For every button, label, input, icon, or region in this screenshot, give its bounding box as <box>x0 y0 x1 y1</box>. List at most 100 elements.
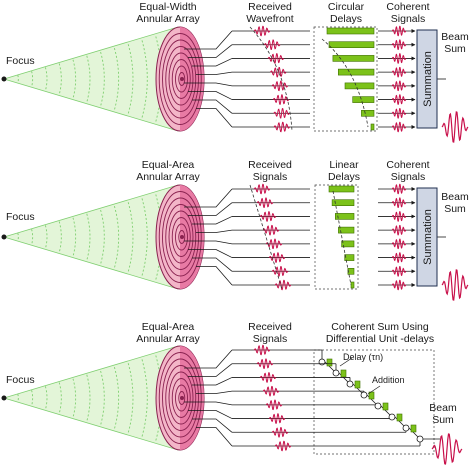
element-wire <box>192 377 233 386</box>
array-label-line2: Annular Array <box>136 333 200 345</box>
delay-block <box>370 123 375 131</box>
wavefront-arc <box>72 59 77 99</box>
array-label-line1: Equal-Area <box>142 321 195 333</box>
wavefront-arc <box>31 71 34 87</box>
element-wire <box>192 99 233 114</box>
element-wires <box>184 29 416 129</box>
coherent-wave <box>391 211 407 222</box>
element-wire <box>188 44 233 58</box>
array-ring <box>175 223 188 251</box>
element-wire <box>196 229 233 233</box>
delay-trend <box>332 190 352 286</box>
received-wave <box>267 53 285 64</box>
adder-node <box>374 402 382 410</box>
delay-block <box>341 240 355 248</box>
received-wave <box>259 211 277 222</box>
array-ring <box>178 391 186 405</box>
received-wave <box>271 266 289 277</box>
wavefront-arc <box>155 36 163 122</box>
wavefront-arc <box>58 221 62 253</box>
array-ring <box>175 65 188 93</box>
wavefront-arc <box>155 194 163 280</box>
element-wire <box>184 240 233 245</box>
received-wave <box>259 372 277 383</box>
delay-trend <box>321 38 369 128</box>
signals-label-line2: Signals <box>253 171 287 183</box>
coherent-signals <box>391 183 407 291</box>
array-label-line2: Annular Array <box>136 13 200 25</box>
array-ring <box>178 72 186 86</box>
addition-note: Addition <box>372 375 405 385</box>
coherent-wave <box>391 224 407 236</box>
delays-label-line2: Delays <box>328 171 360 183</box>
wavefront-arc <box>44 67 48 91</box>
received-wave <box>274 440 292 452</box>
annular-array <box>155 184 205 290</box>
wavefront-arc <box>72 217 77 257</box>
received-signals <box>249 183 292 291</box>
wavefront-arc <box>17 393 19 403</box>
element-wire <box>196 427 233 447</box>
received-wave <box>263 39 281 50</box>
delays-box <box>314 184 359 290</box>
array-label-line1: Equal-Area <box>142 159 195 171</box>
adder-node <box>388 413 396 421</box>
received-wave <box>274 279 292 291</box>
annular-array <box>155 345 205 451</box>
received-signals <box>249 25 293 133</box>
array-ring <box>162 39 199 119</box>
delay-block <box>361 110 375 117</box>
coherent-wave <box>391 53 407 64</box>
array-ring <box>168 371 194 425</box>
delays-label-line1: Linear <box>329 159 359 171</box>
received-signals <box>253 344 292 452</box>
element-wire <box>196 266 233 286</box>
received-wave <box>269 66 287 78</box>
adder-node <box>346 380 354 388</box>
array-ring <box>168 52 194 106</box>
array-ring <box>168 210 194 264</box>
wavefront-arc <box>58 63 62 95</box>
element-wire <box>196 390 233 394</box>
coherent-sum-label-line1: Coherent Sum Using <box>331 321 429 333</box>
received-wave <box>271 427 289 438</box>
acoustic-cone <box>1 26 179 132</box>
panel-equal-area-linear: Focus Equal-Area Annular Array Received … <box>1 159 469 301</box>
array-label-line1: Equal-Width <box>139 1 196 13</box>
received-wave <box>262 385 280 397</box>
received-wave <box>272 94 290 105</box>
element-wire <box>184 188 233 208</box>
received-wave <box>253 25 271 37</box>
delay-block <box>344 254 355 261</box>
array-center <box>180 396 184 400</box>
element-wire <box>188 249 233 258</box>
array-label-line2: Annular Array <box>136 171 200 183</box>
element-wire <box>184 349 233 369</box>
summation-label: Summation <box>422 51 434 107</box>
focus-point <box>1 395 7 401</box>
coherent-wave <box>391 121 407 133</box>
coherent-wave <box>391 197 407 208</box>
wavefront-arc <box>113 205 120 269</box>
focus-point <box>1 76 7 82</box>
element-wire <box>196 108 233 128</box>
wavefront-arc <box>31 390 34 406</box>
received-wave <box>262 224 280 236</box>
delay-block <box>352 96 375 103</box>
adder-node <box>360 391 368 399</box>
array-shade <box>180 346 204 450</box>
panel-equal-width-circular: Focus Equal-Width Annular Array Received… <box>1 1 469 143</box>
received-wave <box>271 80 289 92</box>
wavefront-arc <box>127 363 134 433</box>
received-wave <box>273 108 290 119</box>
received-wave <box>256 358 274 369</box>
addition-pointer <box>367 385 381 395</box>
array-center <box>180 235 184 239</box>
delay-blocks <box>314 184 359 290</box>
received-wave <box>265 399 283 411</box>
signals-label-line2: Wavefront <box>246 13 294 25</box>
chain-box <box>313 349 435 455</box>
wavefront-arc <box>44 386 48 410</box>
focus-label: Focus <box>6 374 35 386</box>
